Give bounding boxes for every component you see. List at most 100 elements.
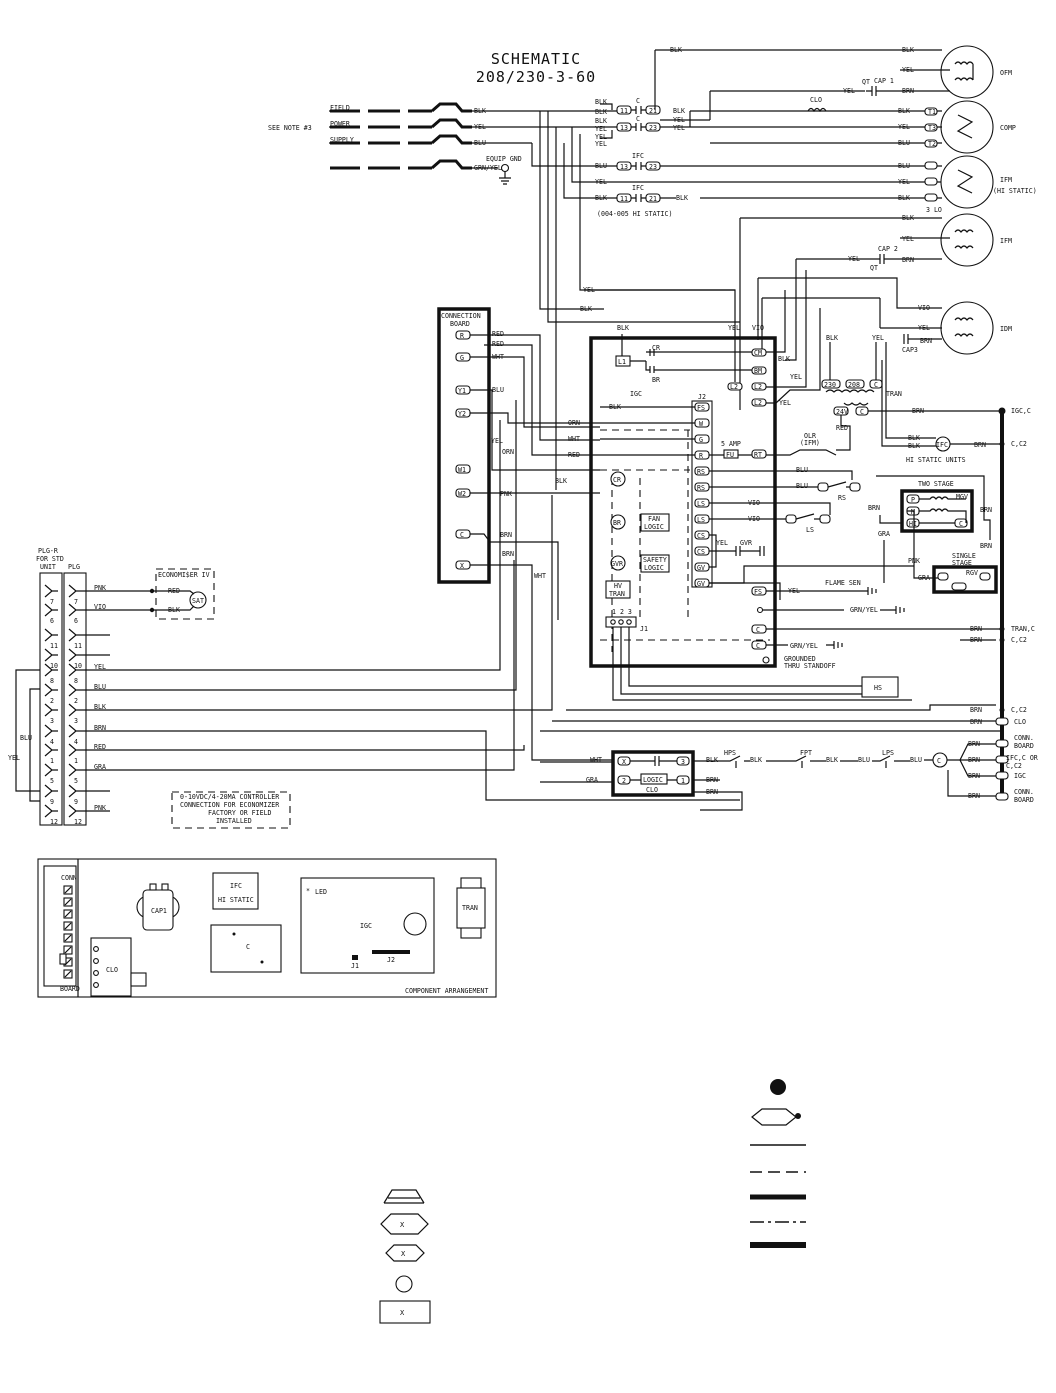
compressor-motor	[940, 100, 994, 154]
plug-pin-right	[68, 584, 110, 598]
schematic-title: SCHEMATIC	[491, 50, 581, 68]
component-arrangement: CONN BOARD CLO CAP1 IFC HI STATIC C * LE…	[37, 858, 497, 998]
plug-pin-left	[44, 703, 58, 717]
field-label: FIELD	[330, 104, 350, 112]
svg-text:23: 23	[649, 124, 657, 132]
bus-label-board-2: BOARD	[1014, 796, 1034, 804]
svg-text:11: 11	[620, 107, 628, 115]
legend-terminal-block-icon	[379, 1300, 431, 1324]
plug-number-left: 6	[50, 617, 54, 625]
svg-text:C: C	[959, 520, 963, 528]
blk-309: BLK	[580, 305, 592, 313]
svg-text:BM: BM	[754, 367, 762, 375]
schematic-voltage: 208/230-3-60	[476, 68, 596, 86]
igc-board: BLK L1 CR BR CM BM L2 L2 L2 YEL VIO BLK …	[568, 270, 912, 701]
c-wire-blk-2: BLK	[595, 108, 607, 116]
plug-pin-left	[44, 724, 58, 738]
ifm-brn: BRN	[902, 256, 914, 264]
plug-number-right: 1	[74, 757, 78, 765]
plgr-label-2: FOR STD	[36, 555, 64, 563]
plug-pin-right	[68, 763, 110, 777]
hi-static-note: (004-005 HI STATIC)	[597, 210, 672, 218]
comp-label: COMP	[1000, 124, 1016, 132]
svg-text:24V: 24V	[836, 408, 848, 416]
cap1-label: CAP 1	[874, 77, 894, 85]
ofm-label: OFM	[1000, 69, 1012, 77]
arr-igc-label: IGC	[360, 922, 372, 930]
terminal-x: X	[460, 562, 464, 570]
chain-blk-3: BLK	[826, 756, 838, 764]
plug-wire-label: PNK	[94, 584, 106, 592]
controller-note-4: INSTALLED	[216, 817, 252, 825]
clo-logic-label: LOGIC	[643, 776, 663, 784]
hv-tran-2: TRAN	[609, 590, 625, 598]
ifc-coil-label: IFC	[936, 441, 948, 449]
plug-number-right: 3	[74, 717, 78, 725]
svg-text:CM: CM	[754, 349, 762, 357]
bus-label-c-c2-4: C,C2	[1006, 762, 1022, 770]
plg-label: PLG	[68, 563, 80, 571]
ifm-hi-label: IFM	[1000, 176, 1012, 184]
svg-text:208: 208	[848, 381, 860, 389]
svg-text:13: 13	[620, 124, 628, 132]
cap3-label: CAP3	[902, 346, 918, 354]
fuse-label: FU	[726, 451, 734, 459]
conn-board-title-2: BOARD	[450, 320, 470, 328]
arr-clo-label: CLO	[106, 966, 118, 974]
gv-brn-2: BRN	[980, 506, 992, 514]
bus-label-tran-c: TRAN,C	[1011, 625, 1035, 633]
chain-brn-1: BRN	[706, 776, 718, 784]
hps-label: HPS	[724, 749, 736, 757]
j2-pin-r: R	[699, 452, 703, 460]
j2-pin-cs-1: CS	[697, 532, 705, 540]
power-label: POWER	[330, 120, 350, 128]
bus-label-board-1: BOARD	[1014, 742, 1034, 750]
svg-text:C: C	[756, 626, 760, 634]
rs-label: RS	[838, 494, 846, 502]
legend: X X X	[379, 1079, 806, 1324]
clo-label: CLO	[646, 786, 658, 794]
hi-static-units-label: HI STATIC UNITS	[906, 456, 966, 464]
svg-text:M: M	[911, 508, 915, 516]
c-wire-blk-3: BLK	[595, 117, 607, 125]
ifm-hi-yel: YEL	[898, 178, 910, 186]
bus-brn-629: BRN	[970, 625, 982, 633]
svg-text:1: 1	[681, 777, 685, 785]
conn-board-title-1: CONNECTION	[441, 312, 481, 320]
supply-wire-yel: YEL	[474, 123, 486, 131]
plug-number-right: 8	[74, 677, 78, 685]
j2-pin-gv-2: GV	[697, 580, 705, 588]
terminal-g: G	[460, 354, 464, 362]
gvr-relay: GVR	[611, 560, 623, 568]
cr-relay: CR	[613, 476, 621, 484]
terminal-r: R	[460, 332, 464, 340]
cr-label: CR	[652, 344, 660, 352]
single-stage-label-1: SINGLE	[952, 552, 976, 560]
ifm-motor	[940, 213, 994, 267]
plug-wire-label: YEL	[94, 663, 106, 671]
plug-pin-left	[44, 584, 58, 598]
plug-number-right: 12	[74, 818, 82, 826]
comp-blk: BLK	[898, 107, 910, 115]
svg-text:L2: L2	[730, 383, 738, 391]
j1-pins-label: 1 2 3	[612, 608, 632, 616]
grounded-label-1: GROUNDED	[784, 655, 816, 663]
j2-pin-rs-1: RS	[697, 468, 705, 476]
plug-number-left: 3	[50, 717, 54, 725]
arr-j2-label: J2	[387, 956, 395, 964]
supply-wire-grn-yel: GRN/YEL	[474, 164, 502, 172]
plug-number-right: 9	[74, 798, 78, 806]
hi-static-label: (HI STATIC)	[993, 187, 1037, 195]
plug-pin-left	[44, 683, 58, 697]
j2-pin-rs-2: RS	[697, 484, 705, 492]
arr-hi-static-label: HI STATIC	[218, 896, 254, 904]
svg-text:T1: T1	[928, 108, 936, 116]
bus-label-clo: CLO	[1014, 718, 1026, 726]
igc-blk-in: BLK	[617, 324, 629, 332]
supply-wire-blk: BLK	[474, 107, 486, 115]
br-relay: BR	[613, 519, 621, 527]
safety-logic-2: LOGIC	[644, 564, 664, 572]
gvr-label: GVR	[740, 539, 752, 547]
